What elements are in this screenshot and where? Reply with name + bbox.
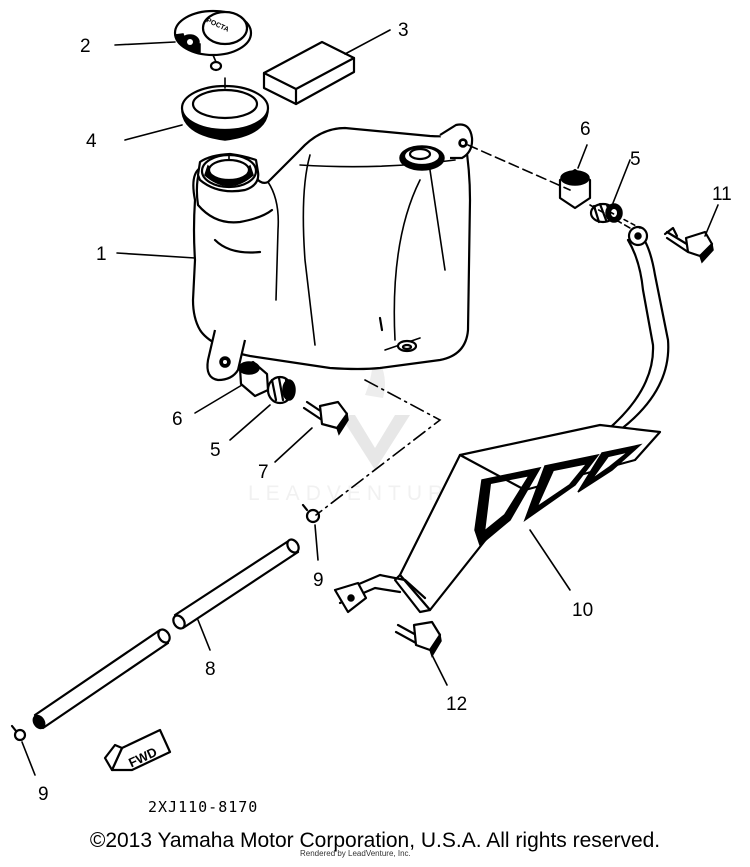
collar-upper — [558, 168, 592, 210]
callout-10: 10 — [572, 600, 593, 621]
bracket-guard — [333, 225, 670, 614]
callout-5a: 5 — [630, 149, 641, 170]
grommet-lower — [266, 375, 296, 405]
callout-4: 4 — [86, 131, 97, 152]
collar-lower — [238, 360, 270, 398]
bolt-11 — [663, 226, 714, 264]
callout-5b: 5 — [210, 440, 221, 461]
fuel-cap: POCTA — [173, 9, 253, 72]
rendered-by-note: Rendered by LeadVenture, Inc. — [300, 849, 411, 858]
callout-11: 11 — [712, 184, 732, 205]
callout-1: 1 — [96, 244, 107, 265]
callout-12: 12 — [446, 694, 467, 715]
copyright-notice: ©2013 Yamaha Motor Corporation, U.S.A. A… — [89, 829, 661, 852]
leader-lines — [21, 29, 719, 776]
bolt-12 — [394, 620, 442, 658]
hose-clip-upper — [301, 503, 321, 524]
pad-block — [262, 40, 356, 106]
callout-6a: 6 — [580, 119, 591, 140]
watermark-text: LEADVENTURE — [248, 482, 469, 505]
callout-3: 3 — [398, 20, 409, 41]
bolt-7 — [302, 400, 349, 436]
hose-clip-lower — [10, 724, 27, 742]
callout-7: 7 — [258, 462, 269, 483]
vent-hose — [32, 538, 300, 730]
diagram-code: 2XJ110-8170 — [148, 798, 258, 816]
grommet-upper — [589, 202, 623, 224]
callout-2: 2 — [80, 36, 91, 57]
callout-9a: 9 — [313, 570, 324, 591]
callout-9b: 9 — [38, 784, 49, 805]
callout-8: 8 — [205, 659, 216, 680]
watermark-logo: LEADVENTURE — [248, 350, 469, 505]
fwd-arrow: FWD — [103, 728, 172, 772]
filler-gasket — [180, 77, 270, 141]
callout-6b: 6 — [172, 409, 183, 430]
fuel-tank — [191, 123, 474, 382]
